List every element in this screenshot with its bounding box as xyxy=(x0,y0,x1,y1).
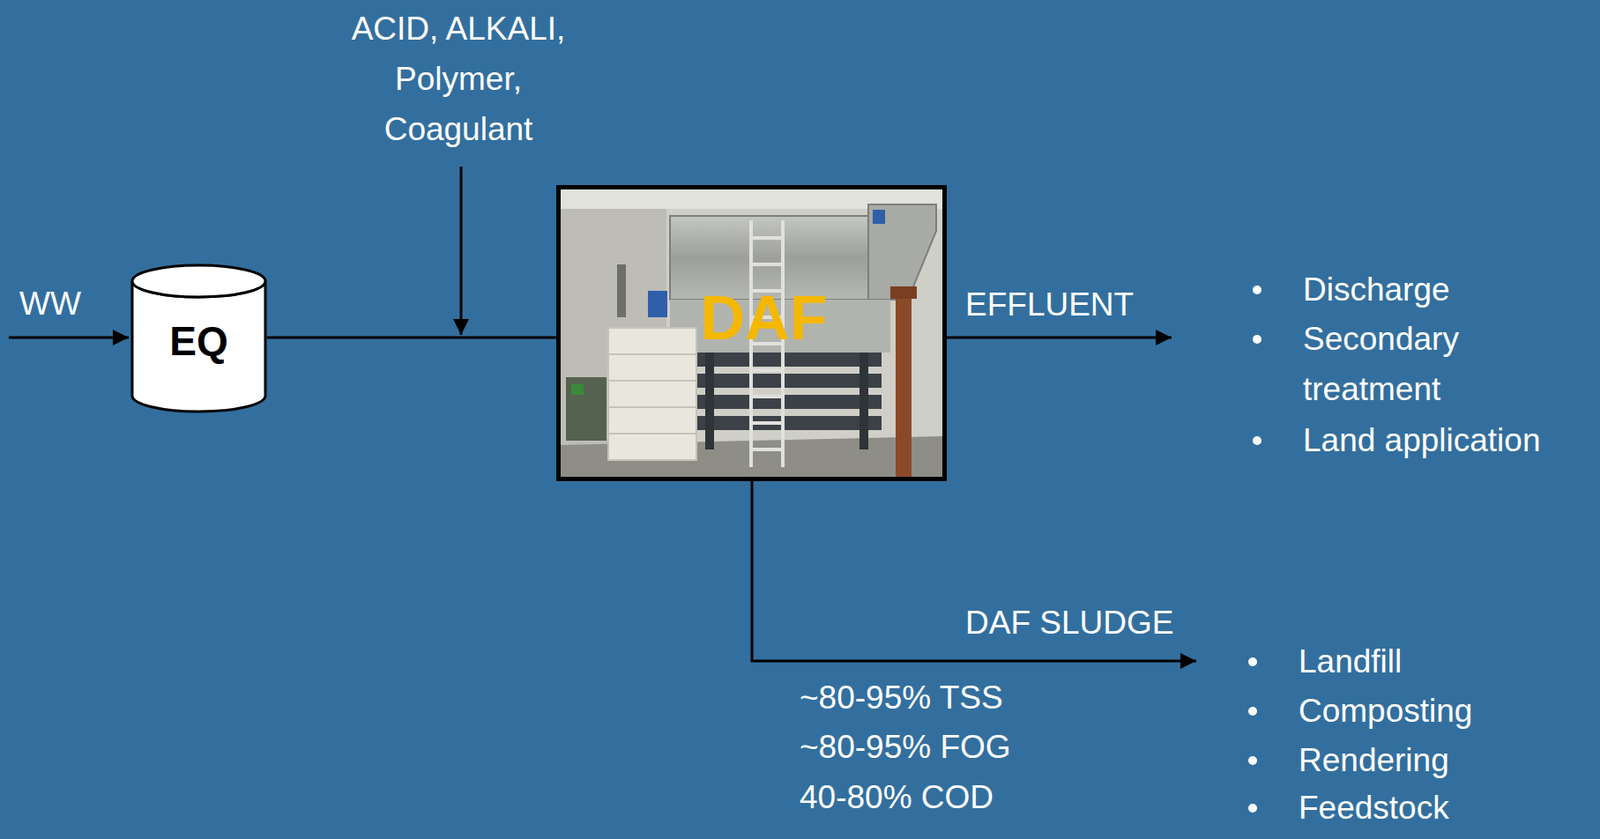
bullet xyxy=(1248,803,1258,813)
bullet xyxy=(1248,706,1258,716)
removal-value: 40-80% COD xyxy=(799,772,994,823)
flow-arrows xyxy=(8,166,1197,662)
daf-photo xyxy=(560,189,943,477)
connector xyxy=(267,336,557,340)
chemical-dosing-arrow xyxy=(460,166,463,335)
bullet xyxy=(1252,436,1262,446)
list-item: Landfill xyxy=(1298,636,1402,687)
stream-label: EFFLUENT xyxy=(965,279,1134,330)
daf-unit: DAF xyxy=(556,185,947,482)
list-item: Composting xyxy=(1298,685,1473,737)
cylinder-top xyxy=(132,265,266,298)
sludge-arrow xyxy=(751,481,1197,662)
effluent-arrow xyxy=(946,336,1172,340)
node-title: EQ xyxy=(130,318,268,365)
bullets xyxy=(1248,285,1262,813)
bullet xyxy=(1248,756,1258,766)
chemical-label: ACID, ALKALI, Polymer, Coagulant xyxy=(343,3,574,155)
bullet xyxy=(1248,657,1258,667)
list-item: Secondary treatment xyxy=(1302,313,1594,415)
node-title: DAF xyxy=(585,282,943,355)
bullet xyxy=(1252,285,1262,295)
input-label: WW xyxy=(19,278,82,329)
list-item: Feedstock xyxy=(1298,782,1450,834)
stream-label: DAF SLUDGE xyxy=(965,597,1174,648)
list-item: Discharge xyxy=(1302,264,1594,315)
list-item: Land application xyxy=(1302,415,1594,466)
inflow-arrow xyxy=(8,336,129,340)
list-item: Rendering xyxy=(1298,735,1450,786)
removal-value: ~80-95% FOG xyxy=(799,721,1012,773)
equalization-tank: EQ xyxy=(130,263,268,414)
removal-value: ~80-95% TSS xyxy=(799,672,1004,723)
bullet xyxy=(1252,334,1262,344)
